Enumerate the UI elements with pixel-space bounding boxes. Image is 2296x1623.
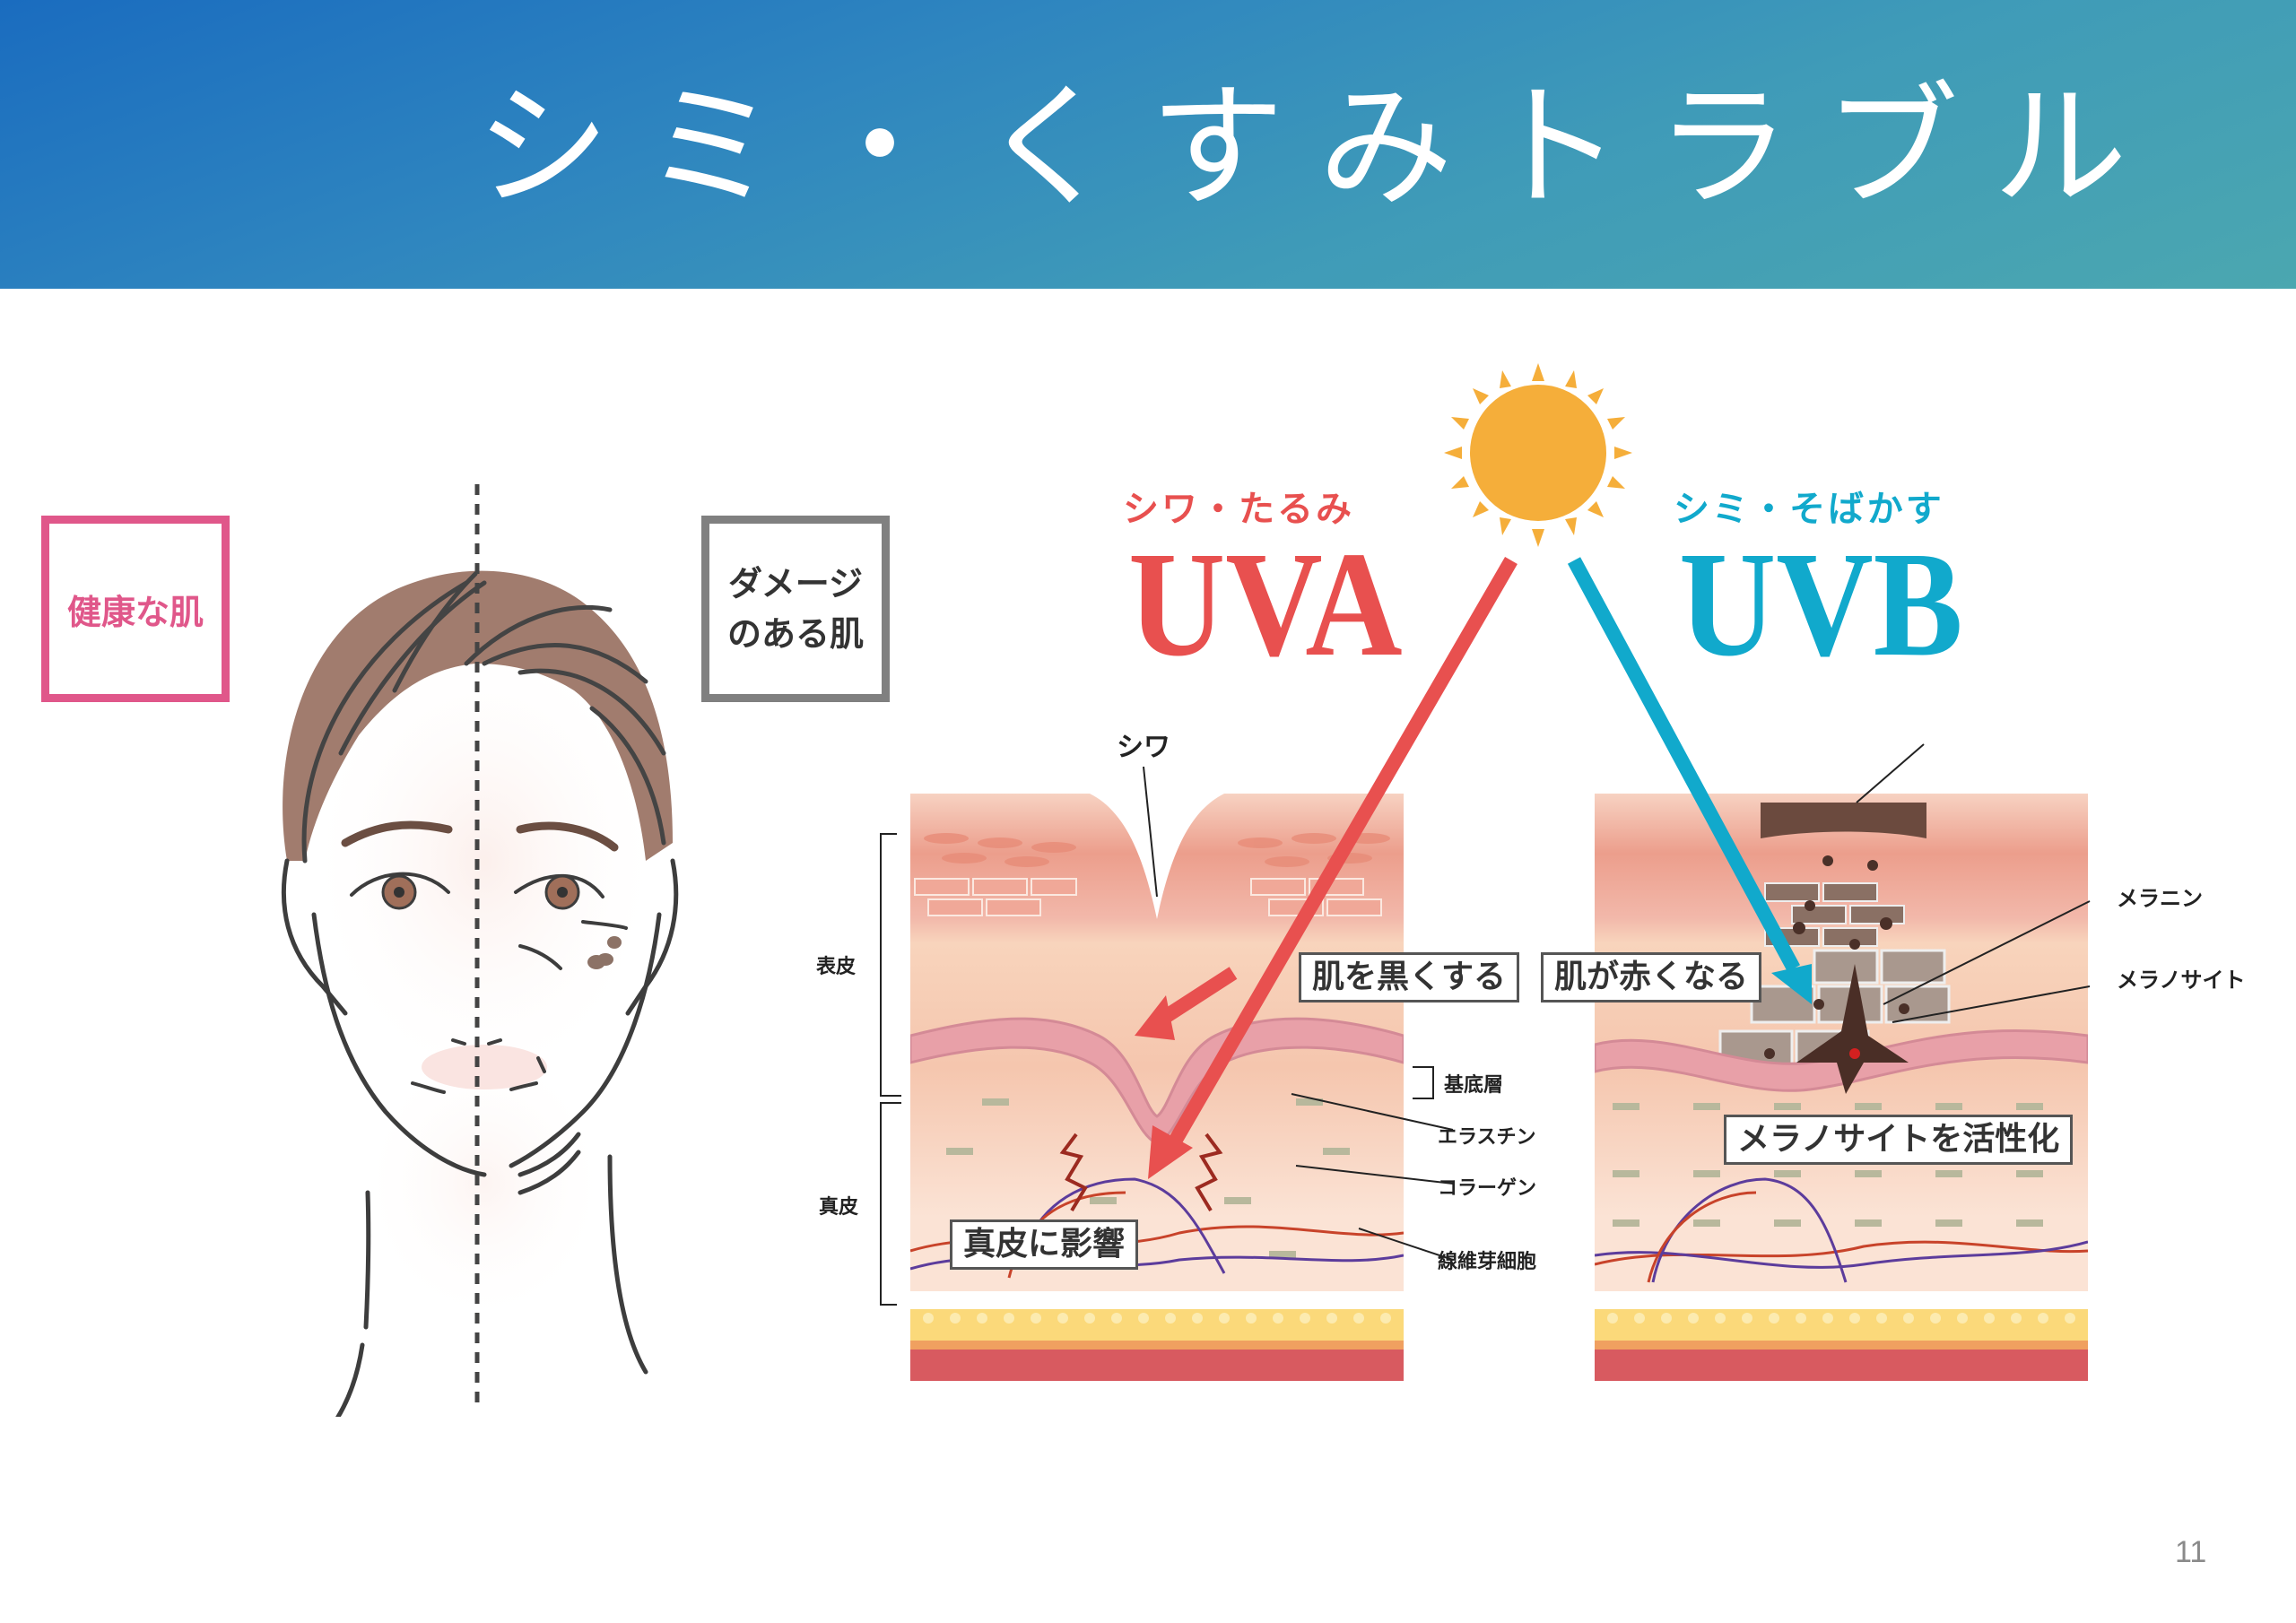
basal-layer-label: 基底層: [1444, 1074, 1504, 1097]
header-banner: シミ・くすみトラブル: [0, 0, 2296, 289]
uva-subtitle: シワ・たるみ: [1123, 489, 1354, 530]
epidermis-label: 表皮: [816, 956, 857, 978]
collagen-label: コラーゲン: [1438, 1177, 1537, 1200]
tag-redden-skin: 肌が赤くなる: [1541, 952, 1762, 1002]
tag-activate-melanocyte: メラノサイトを活性化: [1724, 1115, 2074, 1165]
elastin-label: エラスチン: [1438, 1126, 1536, 1149]
healthy-skin-text: 健康な肌: [66, 592, 204, 632]
healthy-skin-label: 健康な肌: [41, 516, 230, 702]
tag-dermis-impact: 真皮に影響: [950, 1219, 1139, 1270]
sun-icon: [1444, 363, 1632, 547]
damaged-skin-text: ダメージ のある肌: [727, 559, 864, 659]
damaged-line2: のある肌: [726, 614, 864, 654]
page-number: 11: [2175, 1535, 2207, 1569]
damaged-skin-label: ダメージ のある肌: [701, 516, 890, 702]
face-illustration: [281, 484, 679, 1417]
wrinkle-label: シワ: [1117, 732, 1170, 763]
uvb-title: UVB: [1679, 521, 1963, 688]
page-title: シミ・くすみトラブル: [475, 70, 2162, 226]
uvb-subtitle: シミ・そばかす: [1674, 489, 1944, 530]
uva-title: UVA: [1128, 521, 1403, 688]
uva-skin-cross-section: [910, 794, 1404, 1381]
tag-darken-skin: 肌を黒くする: [1299, 952, 1520, 1002]
melanin-label: メラニン: [2117, 886, 2203, 911]
melanocyte-label: メラノサイト: [2117, 968, 2246, 993]
damaged-line1: ダメージ: [727, 564, 864, 603]
fibroblast-label: 線維芽細胞: [1438, 1251, 1537, 1273]
uvb-skin-cross-section: [1595, 794, 2088, 1381]
dermis-label: 真皮: [819, 1196, 859, 1219]
